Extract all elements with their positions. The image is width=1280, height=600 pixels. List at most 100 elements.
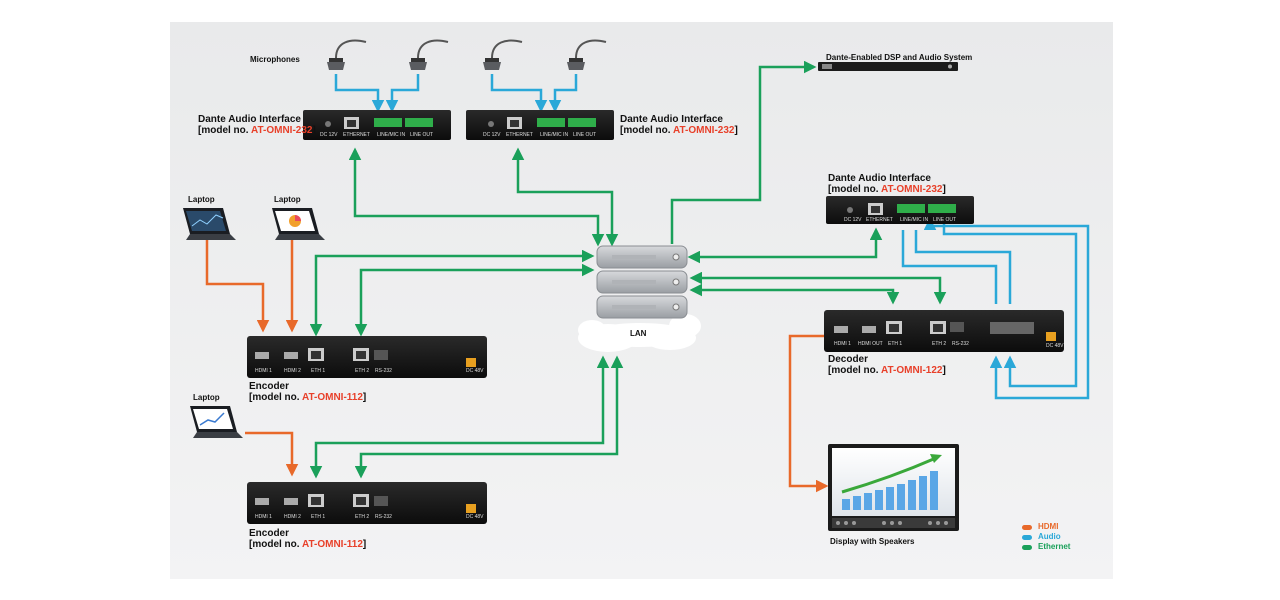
model-suffix: ] <box>362 392 367 403</box>
port-label-dc: DC 12V <box>844 217 862 223</box>
audio-mic4 <box>548 74 578 113</box>
dai-right-box <box>826 196 974 224</box>
model-prefix: [model no. <box>249 539 302 550</box>
port-label-rs232: RS-232 <box>952 341 969 347</box>
legend-hdmi: HDMI <box>1038 522 1059 531</box>
dai-mid-model: AT-OMNI-232 <box>672 125 735 136</box>
eth-link-enc1-eth2 <box>354 263 595 337</box>
audio-mic1 <box>334 74 385 113</box>
legend-audio-marker <box>1022 535 1032 540</box>
audio-mic2 <box>385 74 420 113</box>
legend-audio: Audio <box>1038 532 1061 541</box>
dai-mid-caption: Dante Audio Interface [model no. AT-OMNI… <box>620 114 738 136</box>
decoder-caption: Decoder [model no. AT-OMNI-122] <box>828 354 946 376</box>
eth-link-dai-left <box>348 147 605 247</box>
legend-hdmi-marker <box>1022 525 1032 530</box>
legend-ethernet: Ethernet <box>1038 542 1071 551</box>
decoder-model: AT-OMNI-122 <box>880 365 943 376</box>
microphone-4 <box>567 39 607 70</box>
model-suffix: ] <box>312 125 316 136</box>
display-with-speakers <box>828 444 959 531</box>
encoder-1-box <box>247 336 487 378</box>
dai-mid-box <box>466 110 614 140</box>
port-label-dc48: DC 48V <box>466 514 484 520</box>
model-suffix: ] <box>942 365 946 376</box>
audio-links <box>334 74 1090 400</box>
port-label-hdmi2: HDMI 2 <box>284 514 301 520</box>
port-label-rs232: RS-232 <box>375 368 392 374</box>
port-label-line-out: LINE OUT <box>573 132 597 138</box>
model-suffix: ] <box>942 184 946 195</box>
model-prefix: [model no. <box>249 392 302 403</box>
encoder-1-model-line: [model no. AT-OMNI-112] <box>249 392 366 403</box>
dai-right-model-line: [model no. AT-OMNI-232] <box>828 184 946 195</box>
port-label-line-mic-in: LINE/MIC IN <box>540 132 569 138</box>
encoder-1-title: Encoder <box>249 381 290 392</box>
audio-mic3 <box>490 74 548 113</box>
legend-ethernet-marker <box>1022 545 1032 550</box>
hdmi-links <box>205 240 829 493</box>
dai-mid-title: Dante Audio Interface <box>620 114 723 125</box>
lan-label: LAN <box>630 329 647 338</box>
dai-right-model: AT-OMNI-232 <box>880 184 943 195</box>
port-label-eth1: ETH 1 <box>888 341 903 347</box>
model-suffix: ] <box>734 125 738 136</box>
audio-dec-to-dai-1 <box>923 217 1090 400</box>
eth-link-dai-mid <box>511 147 619 247</box>
port-label-eth1: ETH 1 <box>311 368 326 374</box>
dai-left-caption: Dante Audio Interface [model no. AT-OMNI… <box>198 114 316 136</box>
port-label-dc48: DC 48V <box>1046 343 1064 349</box>
eth-link-enc2-eth2 <box>354 355 624 479</box>
port-label-eth2: ETH 2 <box>355 514 370 520</box>
microphone-3 <box>483 39 523 70</box>
laptop-1-icon <box>183 208 236 240</box>
hdmi-decoder-display <box>788 334 829 493</box>
dai-left-title: Dante Audio Interface <box>198 114 301 125</box>
port-label-hdmi1: HDMI 1 <box>255 514 272 520</box>
encoder-1-model: AT-OMNI-112 <box>301 392 363 403</box>
port-label-ethernet: ETHERNET <box>866 217 893 223</box>
decoder-box <box>824 310 1064 352</box>
port-label-ethernet: ETHERNET <box>343 132 370 138</box>
dai-left-box <box>303 110 451 140</box>
port-label-dc: DC 12V <box>320 132 338 138</box>
model-prefix: [model no. <box>828 365 881 376</box>
eth-link-dai-right <box>687 227 883 264</box>
port-label-hdmi1: HDMI 1 <box>255 368 272 374</box>
port-label-eth2: ETH 2 <box>932 341 947 347</box>
ethernet-links <box>309 60 947 479</box>
laptop-2-icon <box>272 208 325 240</box>
port-label-ethernet: ETHERNET <box>506 132 533 138</box>
port-label-hdmi-out: HDMI OUT <box>858 341 883 347</box>
model-prefix: [model no. <box>198 125 251 136</box>
microphones-label: Microphones <box>250 55 300 64</box>
hdmi-laptop1 <box>205 240 270 333</box>
laptop-2-label: Laptop <box>274 195 301 204</box>
decoder-title: Decoder <box>828 354 869 365</box>
model-suffix: ] <box>362 539 367 550</box>
port-label-line-out: LINE OUT <box>410 132 434 138</box>
port-label-dc48: DC 48V <box>466 368 484 374</box>
port-label-eth2: ETH 2 <box>355 368 370 374</box>
dai-left-model-line: [model no. AT-OMNI-232] <box>198 125 316 136</box>
laptop-1-label: Laptop <box>188 195 215 204</box>
lan-server <box>578 245 701 352</box>
dai-right-title: Dante Audio Interface <box>828 173 931 184</box>
encoder-1-caption: Encoder [model no. AT-OMNI-112] <box>249 381 366 403</box>
port-label-dc: DC 12V <box>483 132 501 138</box>
audio-dec-to-dai-2 <box>942 220 1078 388</box>
dai-right-caption: Dante Audio Interface [model no. AT-OMNI… <box>828 173 946 195</box>
model-prefix: [model no. <box>620 125 673 136</box>
eth-link-dsp <box>670 60 817 244</box>
encoder-2-model-line: [model no. AT-OMNI-112] <box>249 539 366 550</box>
microphone-1 <box>327 39 367 70</box>
port-label-line-mic-in: LINE/MIC IN <box>377 132 406 138</box>
laptop-3-label: Laptop <box>193 393 220 402</box>
dai-left-model: AT-OMNI-232 <box>250 125 313 136</box>
encoder-2-title: Encoder <box>249 528 290 539</box>
microphone-2 <box>409 39 449 70</box>
dai-mid-model-line: [model no. AT-OMNI-232] <box>620 125 738 136</box>
port-label-eth1: ETH 1 <box>311 514 326 520</box>
port-label-line-out: LINE OUT <box>933 217 957 223</box>
